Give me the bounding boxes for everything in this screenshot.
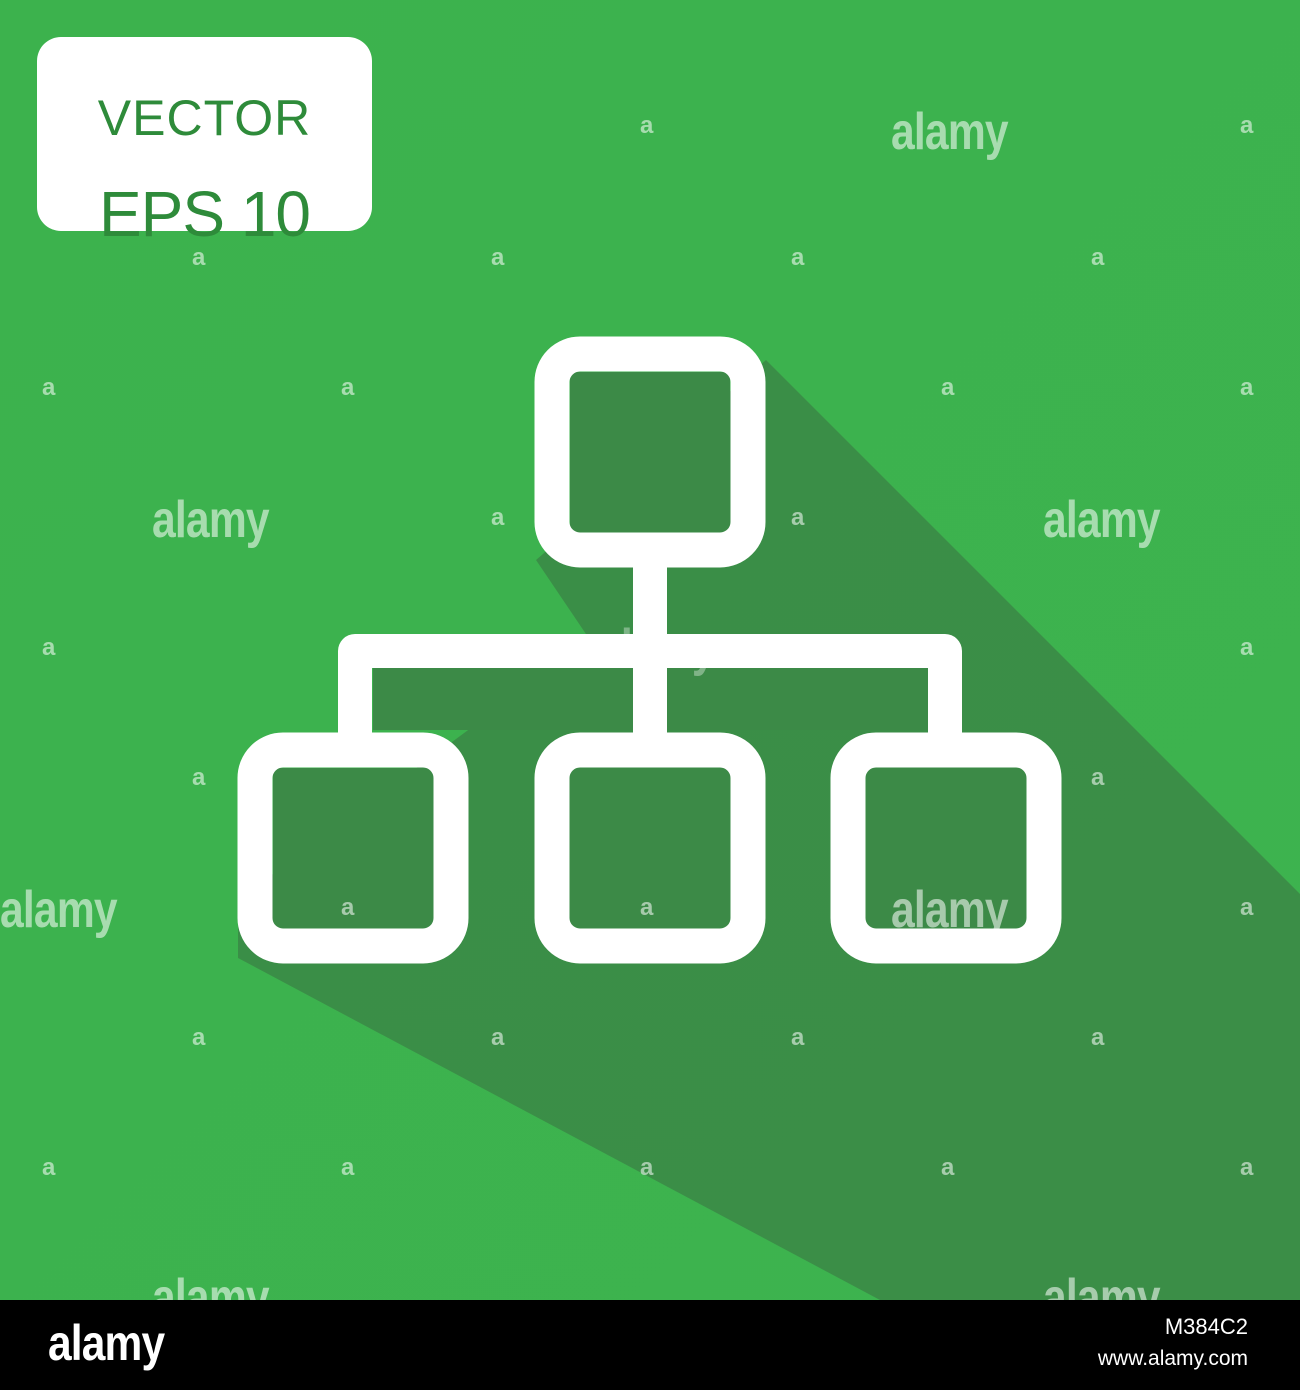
watermark-text: alamy [891,881,1009,939]
watermark-mark: a [42,1154,56,1181]
watermark-mark: a [192,1024,206,1051]
artwork: VECTOR EPS 10 alamy alamy alamy alamy al… [0,0,1300,1300]
watermark-mark: a [192,244,206,271]
watermark-mark: a [491,244,505,271]
top-node [534,336,766,568]
connectors [338,566,962,734]
alamy-logo[interactable]: alamy [48,1315,165,1371]
format-badge: VECTOR EPS 10 [37,37,372,250]
watermark-mark: a [640,894,654,921]
watermark-mark: a [791,244,805,271]
right-node-fill [866,768,1026,928]
watermark-mark: a [1240,112,1254,139]
watermark-mark: a [1240,1154,1254,1181]
left-node-fill [273,768,433,928]
watermark-mark: a [1240,374,1254,401]
image-id: M384C2 [1164,1314,1248,1339]
long-shadow [238,360,1300,1300]
watermark-mark: a [42,634,56,661]
top-node-fill [570,372,730,532]
watermark-mark: a [640,112,654,139]
watermark-text: alamy [152,1269,270,1300]
watermark-mark: a [491,504,505,531]
watermark-mark: a [341,1154,355,1181]
watermark-mark: a [1240,634,1254,661]
watermark-mark: a [941,1154,955,1181]
left-node [237,732,469,964]
stock-footer-bar: alamy M384C2 www.alamy.com [0,1300,1300,1390]
watermark-text: alamy [598,619,716,677]
watermark-mark: a [341,374,355,401]
watermark-mark: a [640,1154,654,1181]
watermark-mark: a [791,504,805,531]
hierarchy-diagram-icon [0,0,1300,1300]
watermark-mark: a [491,1024,505,1051]
badge-line-vector: VECTOR [97,90,312,146]
watermark-text: alamy [891,103,1009,161]
watermark-mark: a [192,764,206,791]
middle-node-fill [570,768,730,928]
middle-node [534,732,766,964]
watermark-mark: a [1091,764,1105,791]
watermark-mark: a [341,634,355,661]
watermark-mark: a [941,634,955,661]
watermark-mark: a [941,374,955,401]
site-url[interactable]: www.alamy.com [1097,1347,1248,1370]
watermark-text: alamy [1043,491,1161,549]
watermark-mark: a [1240,894,1254,921]
right-node [830,732,1062,964]
watermark-mark: a [42,374,56,401]
watermark-mark: a [1091,244,1105,271]
watermark-mark: a [341,894,355,921]
watermark-mark: a [791,1024,805,1051]
watermark-text: alamy [0,881,118,939]
watermark-mark: a [1091,1024,1105,1051]
watermark-text: alamy [1043,1269,1161,1300]
icon-strokes [237,336,1062,964]
watermark-text: alamy [152,491,270,549]
badge-line-eps: EPS 10 [98,178,311,250]
